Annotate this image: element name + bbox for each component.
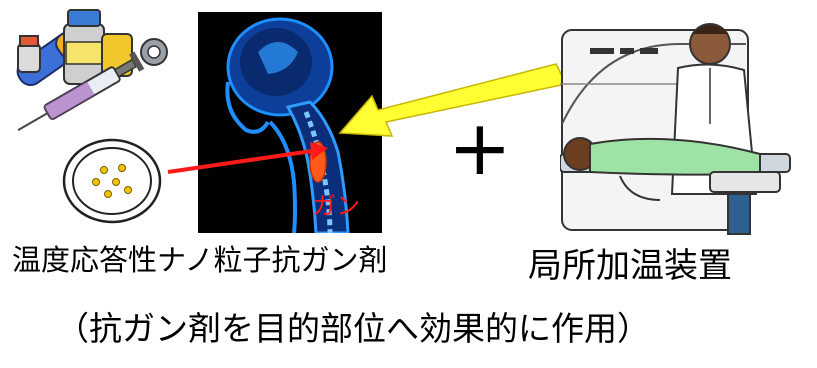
red-arrow [168, 142, 328, 172]
label-heating-device: 局所加温装置 [528, 244, 732, 288]
plus-sign: + [448, 110, 512, 186]
patient-mri-scanner-icon [560, 4, 805, 236]
label-nanoparticle-drug: 温度応答性ナノ粒子抗ガン剤 [12, 240, 388, 280]
caption: （抗ガン剤を目的部位へ効果的に作用） [56, 306, 650, 352]
